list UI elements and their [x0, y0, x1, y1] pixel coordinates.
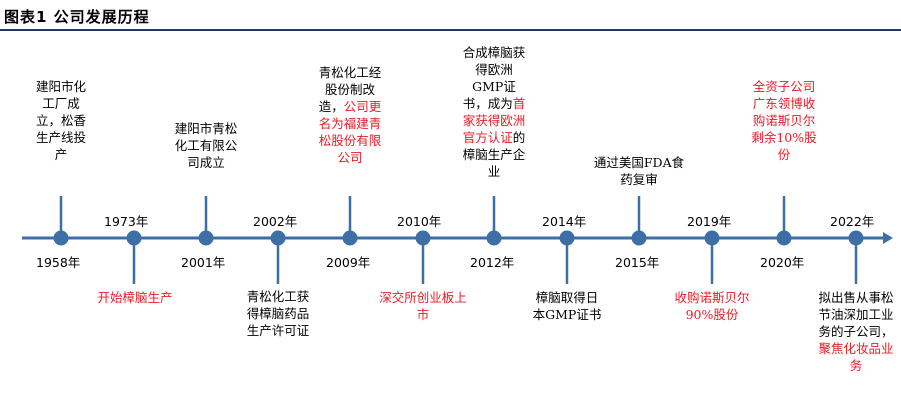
highlighted-text: 收购诺斯贝尔90%股份 [674, 290, 750, 322]
event-text-segment: 建阳市化工厂成立，松香生产线投产 [35, 79, 86, 162]
highlighted-text: 首家获得欧洲官方认证 [462, 96, 526, 145]
page-title: 图表1 公司发展历程 [4, 8, 150, 26]
event-node [631, 230, 647, 246]
event-description: 收购诺斯贝尔90%股份 [664, 289, 760, 323]
event-text-segment: 合成樟脑获得欧洲GMP证书，成为 [462, 45, 526, 111]
year-label: 2020年 [760, 255, 805, 270]
event-description: 建阳市青松化工有限公司成立 [170, 120, 242, 171]
highlighted-text: 开始樟脑生产 [97, 290, 173, 305]
highlighted-text: 公司更名为福建青松股份有限公司 [318, 99, 382, 165]
year-label: 2014年 [542, 214, 587, 229]
year-label: 2012年 [470, 255, 515, 270]
event-description: 通过美国FDA食药复审 [589, 154, 689, 188]
event-node [486, 230, 502, 246]
year-label: 2019年 [687, 214, 732, 229]
event-node [415, 230, 431, 246]
event-node [270, 230, 286, 246]
year-label: 2009年 [326, 255, 371, 270]
event-node [198, 230, 214, 246]
highlighted-text: 全资子公司广东领博收购诺斯贝尔剩余10%股份 [751, 79, 817, 162]
highlighted-text: 聚焦化妆品业务 [818, 341, 894, 373]
event-text-segment: 建阳市青松化工有限公司成立 [174, 121, 238, 170]
event-node [342, 230, 358, 246]
event-node [53, 230, 69, 246]
year-label: 2022年 [830, 214, 875, 229]
timeline-arrowhead [883, 232, 893, 244]
event-description: 深交所创业板上市 [376, 289, 470, 323]
event-text-segment: 通过美国FDA食药复审 [593, 155, 685, 187]
event-node [776, 230, 792, 246]
event-node [848, 230, 864, 246]
event-node [704, 230, 720, 246]
event-description: 拟出售从事松节油深加工业务的子公司，聚焦化妆品业务 [818, 289, 894, 374]
event-description: 建阳市化工厂成立，松香生产线投产 [33, 78, 89, 163]
event-description: 青松化工经股份制改造，公司更名为福建青松股份有限公司 [317, 64, 383, 166]
year-label: 2010年 [397, 214, 442, 229]
event-description: 全资子公司广东领博收购诺斯贝尔剩余10%股份 [750, 78, 818, 163]
year-label: 2002年 [253, 214, 298, 229]
event-node [559, 230, 575, 246]
event-text-segment: 的樟脑生产企业 [462, 130, 526, 179]
year-label: 1973年 [104, 214, 149, 229]
highlighted-text: 深交所创业板上市 [379, 290, 467, 322]
year-label: 2015年 [615, 255, 660, 270]
year-label: 1958年 [36, 255, 81, 270]
year-label: 2001年 [181, 255, 226, 270]
event-description: 樟脑取得日本GMP证书 [531, 289, 603, 323]
event-text-segment: 青松化工获得樟脑药品生产许可证 [246, 289, 310, 338]
event-text-segment: 拟出售从事松节油深加工业务的子公司， [818, 290, 894, 339]
header-divider [0, 29, 901, 31]
event-description: 青松化工获得樟脑药品生产许可证 [244, 288, 312, 339]
event-text-segment: 青松化工经股份制改造， [318, 65, 382, 114]
event-description: 合成樟脑获得欧洲GMP证书，成为首家获得欧洲官方认证的樟脑生产企业 [461, 44, 527, 180]
event-node [126, 230, 142, 246]
event-text-segment: 樟脑取得日本GMP证书 [532, 290, 602, 322]
event-description: 开始樟脑生产 [80, 289, 190, 306]
